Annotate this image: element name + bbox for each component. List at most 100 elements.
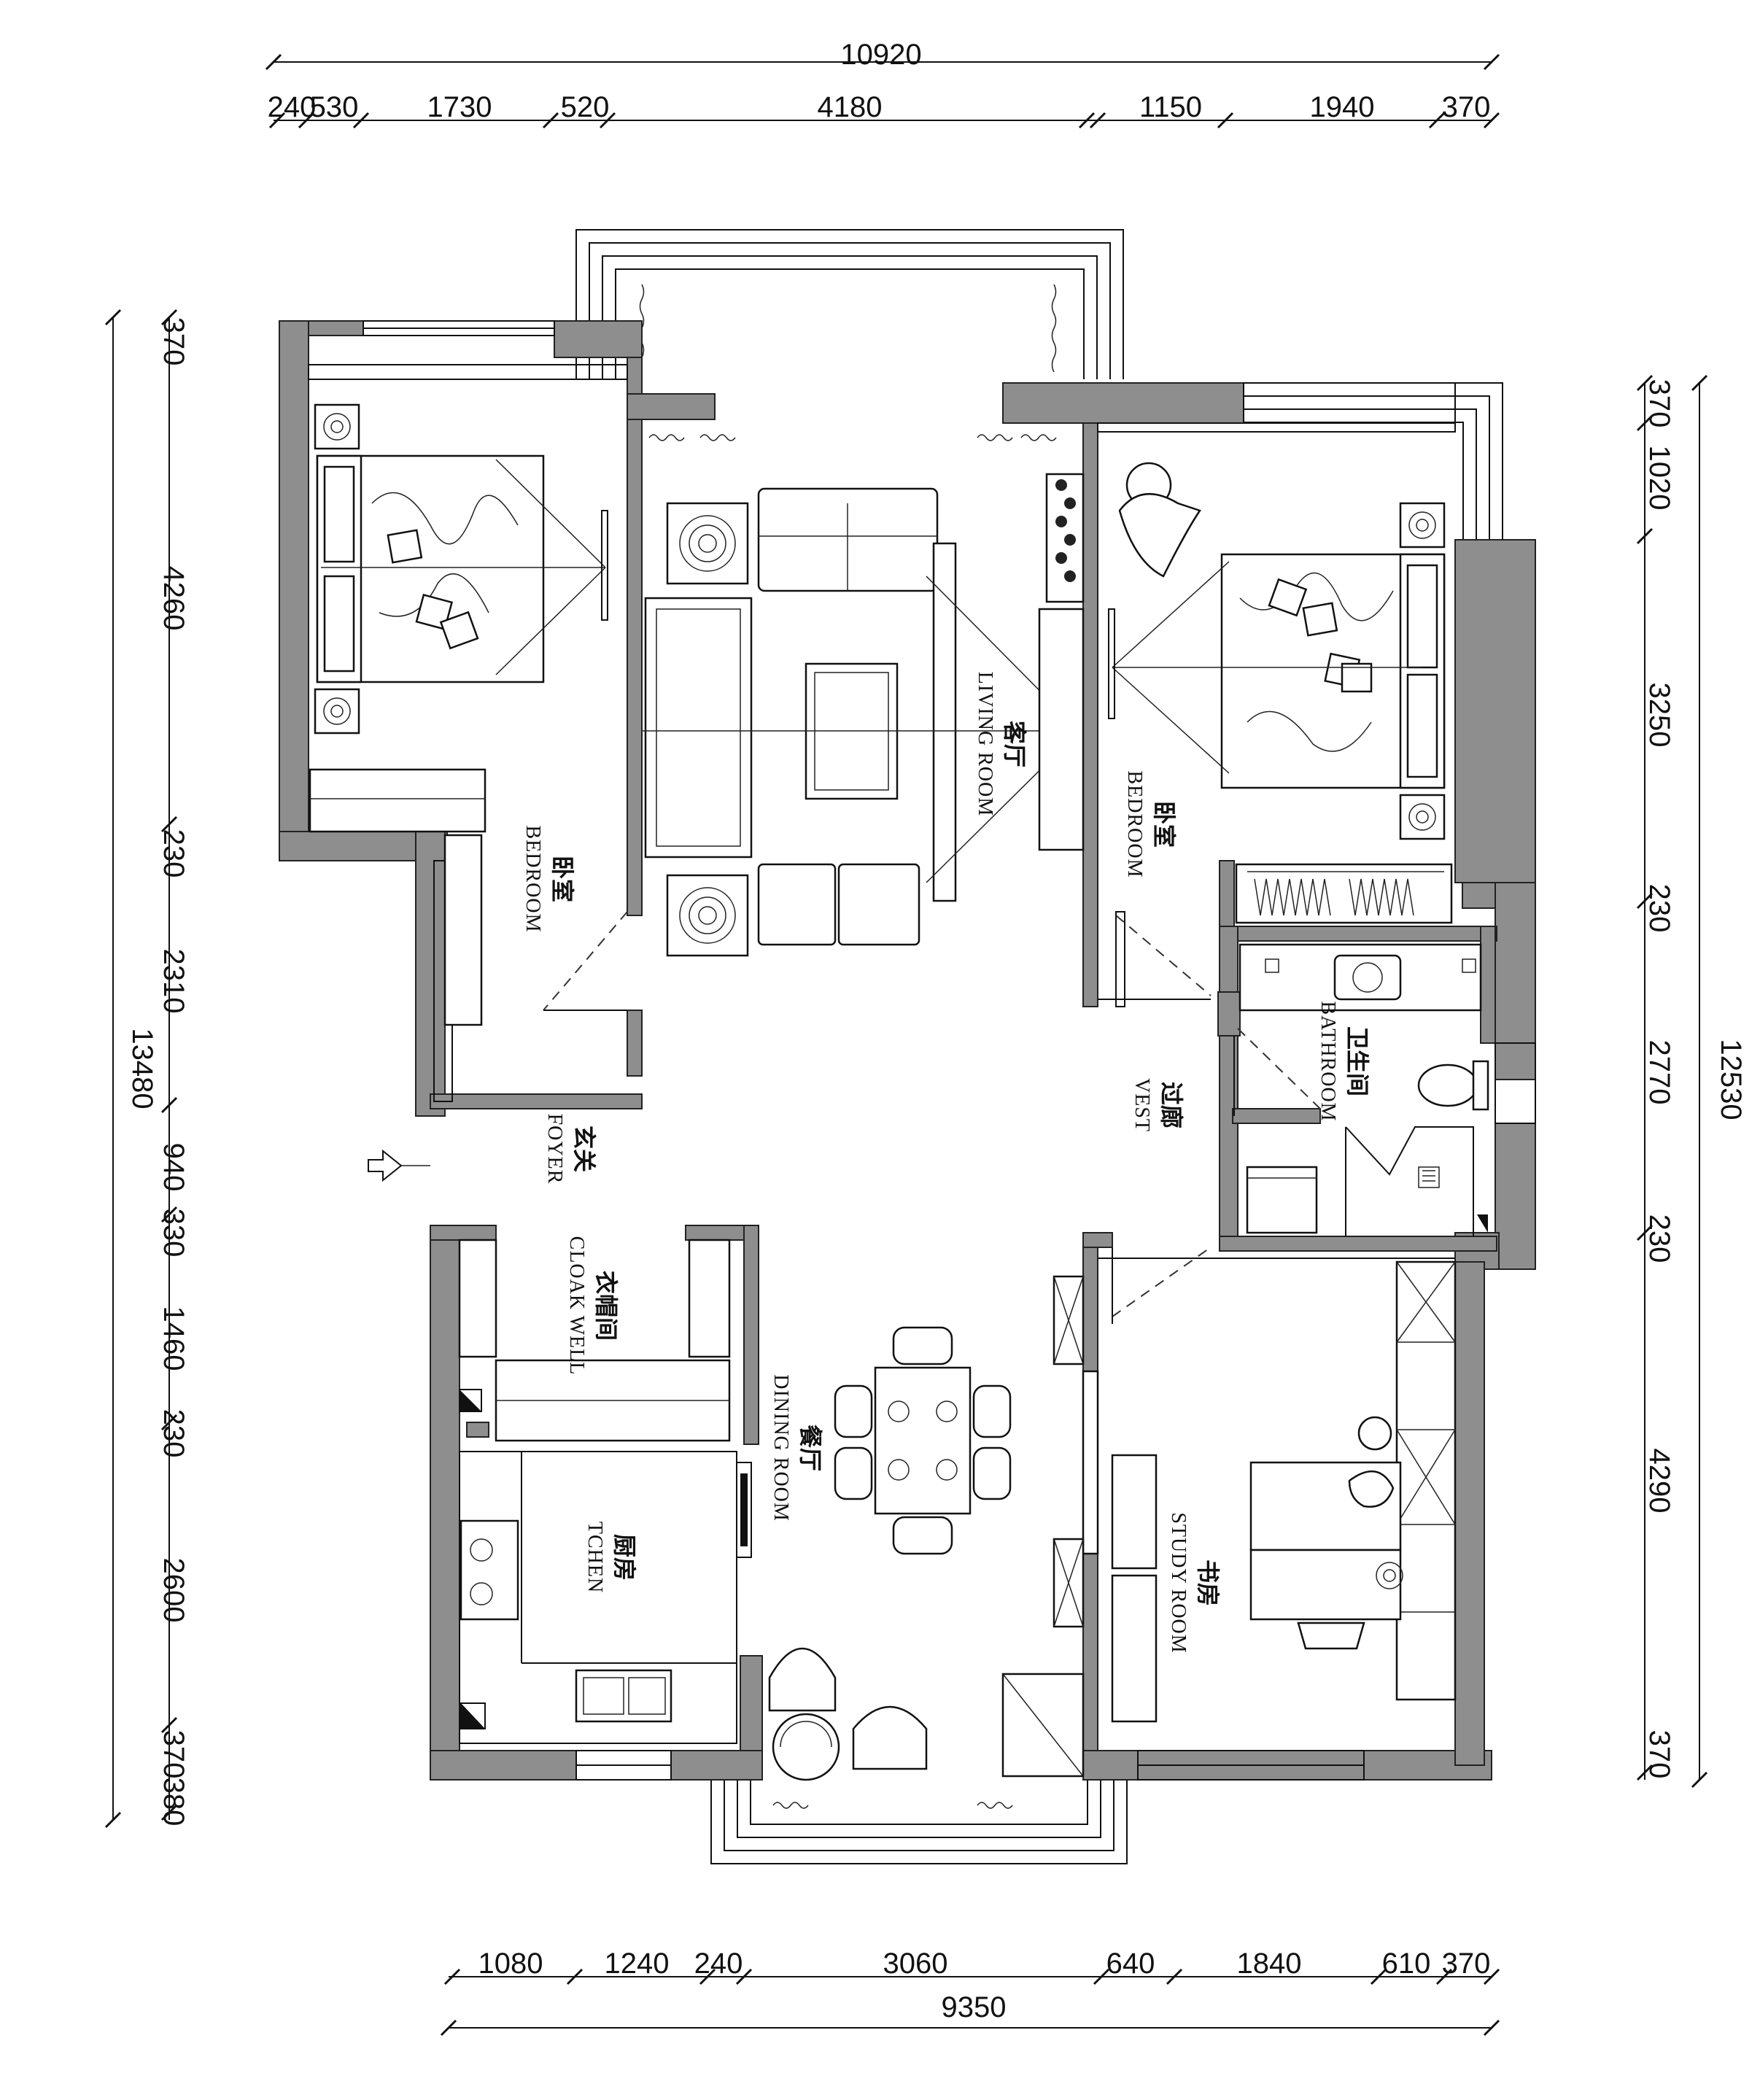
dimension-bottom: 9350: [440, 1976, 1500, 2037]
dim-top-total: 10920: [840, 39, 921, 71]
dim-right-2: 3250: [1643, 683, 1675, 748]
living-room-furniture: [642, 434, 1085, 957]
dim-top-3: 520: [561, 91, 610, 123]
dim-bottom-4: 640: [1106, 1948, 1155, 1980]
right-bedroom-furniture: [1097, 422, 1456, 1007]
dim-right-7: 370: [1643, 1730, 1675, 1779]
dim-right-total: 12530: [1715, 1039, 1747, 1120]
nightstand-top-left: [314, 403, 360, 450]
chair-left-2: [834, 1446, 873, 1500]
label-bedroom-right-cn: 卧室: [1150, 801, 1178, 848]
side-table-bottom: [666, 874, 749, 957]
ottoman-right: [837, 863, 920, 946]
dim-bottom-total: 9350: [942, 1991, 1007, 2023]
dim-top-1: 530: [310, 91, 359, 123]
balcony-right: [1233, 382, 1503, 540]
left-bedroom-furniture: [308, 364, 628, 1026]
desk-chair: [1297, 1622, 1365, 1650]
bookshelf: [1395, 1260, 1457, 1701]
room-labels: 卧室 BEDROOM 客厅 LIVING ROOM 卧室 BEDROOM 卫生间…: [522, 672, 1371, 1654]
balcony-bottom: [710, 1772, 1128, 1864]
label-cloak-cn: 衣帽间: [592, 1271, 620, 1341]
entry-arrow-icon: [368, 1149, 403, 1182]
label-dining-en: DINING ROOM: [769, 1374, 792, 1522]
washing-machine: [1246, 1166, 1318, 1234]
label-bedroom-left-cn: 卧室: [548, 856, 576, 902]
wardrobe-left: [309, 768, 486, 833]
lounge-chair-2: [852, 1705, 928, 1770]
dim-bottom-5: 1840: [1237, 1948, 1302, 1980]
bathroom-fixtures: [1233, 943, 1489, 1236]
dim-bottom-7: 370: [1442, 1948, 1491, 1980]
sofa-bed: [1111, 1454, 1158, 1570]
dim-top-5: 1150: [1139, 91, 1202, 123]
foyer-area: [368, 1149, 731, 1442]
dim-labels: 240 530 1730 520 4180 1150 1940 370 370 …: [158, 91, 1675, 1980]
label-living-en: LIVING ROOM: [974, 672, 996, 816]
dim-left-8: 2600: [158, 1558, 190, 1623]
dim-left-4: 940: [158, 1143, 190, 1192]
dim-bottom-0: 1080: [478, 1948, 543, 1980]
label-foyer-en: FOYER: [543, 1114, 566, 1185]
label-living-cn: 客厅: [1001, 721, 1028, 767]
dim-top-7: 370: [1442, 91, 1491, 123]
label-kitchen-cn: 厨房: [610, 1534, 638, 1581]
kitchen-area: [459, 1451, 752, 1744]
dimension-right: 12530: [1636, 374, 1747, 1789]
dim-top-2: 1730: [427, 91, 492, 123]
dim-bottom-6: 610: [1382, 1948, 1431, 1980]
dim-right-3: 230: [1643, 884, 1675, 933]
nightstand-bottom-right: [1399, 794, 1446, 840]
chair-left-1: [834, 1384, 873, 1438]
nightstand-top-right: [1399, 502, 1446, 549]
chair-bottom: [892, 1516, 953, 1555]
dim-left-1: 4260: [158, 566, 190, 631]
dim-left-2: 230: [158, 829, 190, 878]
dim-left-total: 13480: [126, 1028, 158, 1109]
label-vest-cn: 过廊: [1158, 1082, 1185, 1128]
dim-left-3: 2310: [158, 949, 190, 1014]
dim-left-6: 1460: [158, 1306, 190, 1371]
label-bedroom-right-en: BEDROOM: [1123, 770, 1146, 877]
dining-area: [768, 1275, 1099, 1809]
dining-table: [874, 1366, 972, 1515]
balcony-top: [575, 229, 1124, 379]
dim-top-6: 1940: [1310, 91, 1375, 123]
dim-bottom-1: 1240: [605, 1948, 670, 1980]
study-area: [1098, 1247, 1457, 1723]
label-vest-en: VEST: [1131, 1078, 1153, 1132]
dim-right-6: 4290: [1643, 1449, 1675, 1514]
dim-bottom-2: 240: [694, 1948, 743, 1980]
dim-top-4: 4180: [818, 91, 883, 123]
label-cloak-en: CLOAK WELL: [565, 1236, 588, 1376]
dim-right-1: 1020: [1643, 446, 1675, 511]
round-table: [772, 1713, 840, 1781]
chair-right-2: [972, 1446, 1012, 1500]
label-bathroom-cn: 卫生间: [1344, 1026, 1371, 1096]
cloak-shelf-right: [688, 1239, 731, 1358]
label-dining-cn: 餐厅: [796, 1425, 824, 1471]
label-study-en: STUDY ROOM: [1167, 1512, 1190, 1653]
stove: [460, 1519, 519, 1621]
cloak-shelf-left: [458, 1239, 497, 1358]
dim-right-4: 2770: [1643, 1040, 1675, 1105]
dim-left-5: 330: [158, 1209, 190, 1258]
side-table-top: [666, 502, 749, 585]
dim-left-7: 230: [158, 1409, 190, 1458]
side-desk: [1249, 1549, 1402, 1621]
ottoman-left: [757, 863, 837, 946]
dim-right-5: 230: [1643, 1214, 1675, 1263]
toilet: [1417, 1063, 1478, 1107]
label-foyer-cn: 玄关: [570, 1125, 598, 1172]
chair-top: [892, 1326, 953, 1365]
dimension-left: 13480: [104, 309, 170, 1829]
desk-lamp: [1357, 1416, 1392, 1451]
label-study-cn: 书房: [1194, 1559, 1222, 1606]
sofa: [644, 597, 753, 859]
dim-left-9: 370: [158, 1730, 190, 1779]
lounge-chair: [768, 1647, 837, 1712]
dim-bottom-3: 3060: [883, 1948, 948, 1980]
dimension-top: 10920: [265, 39, 1500, 121]
label-bedroom-left-en: BEDROOM: [522, 825, 544, 932]
